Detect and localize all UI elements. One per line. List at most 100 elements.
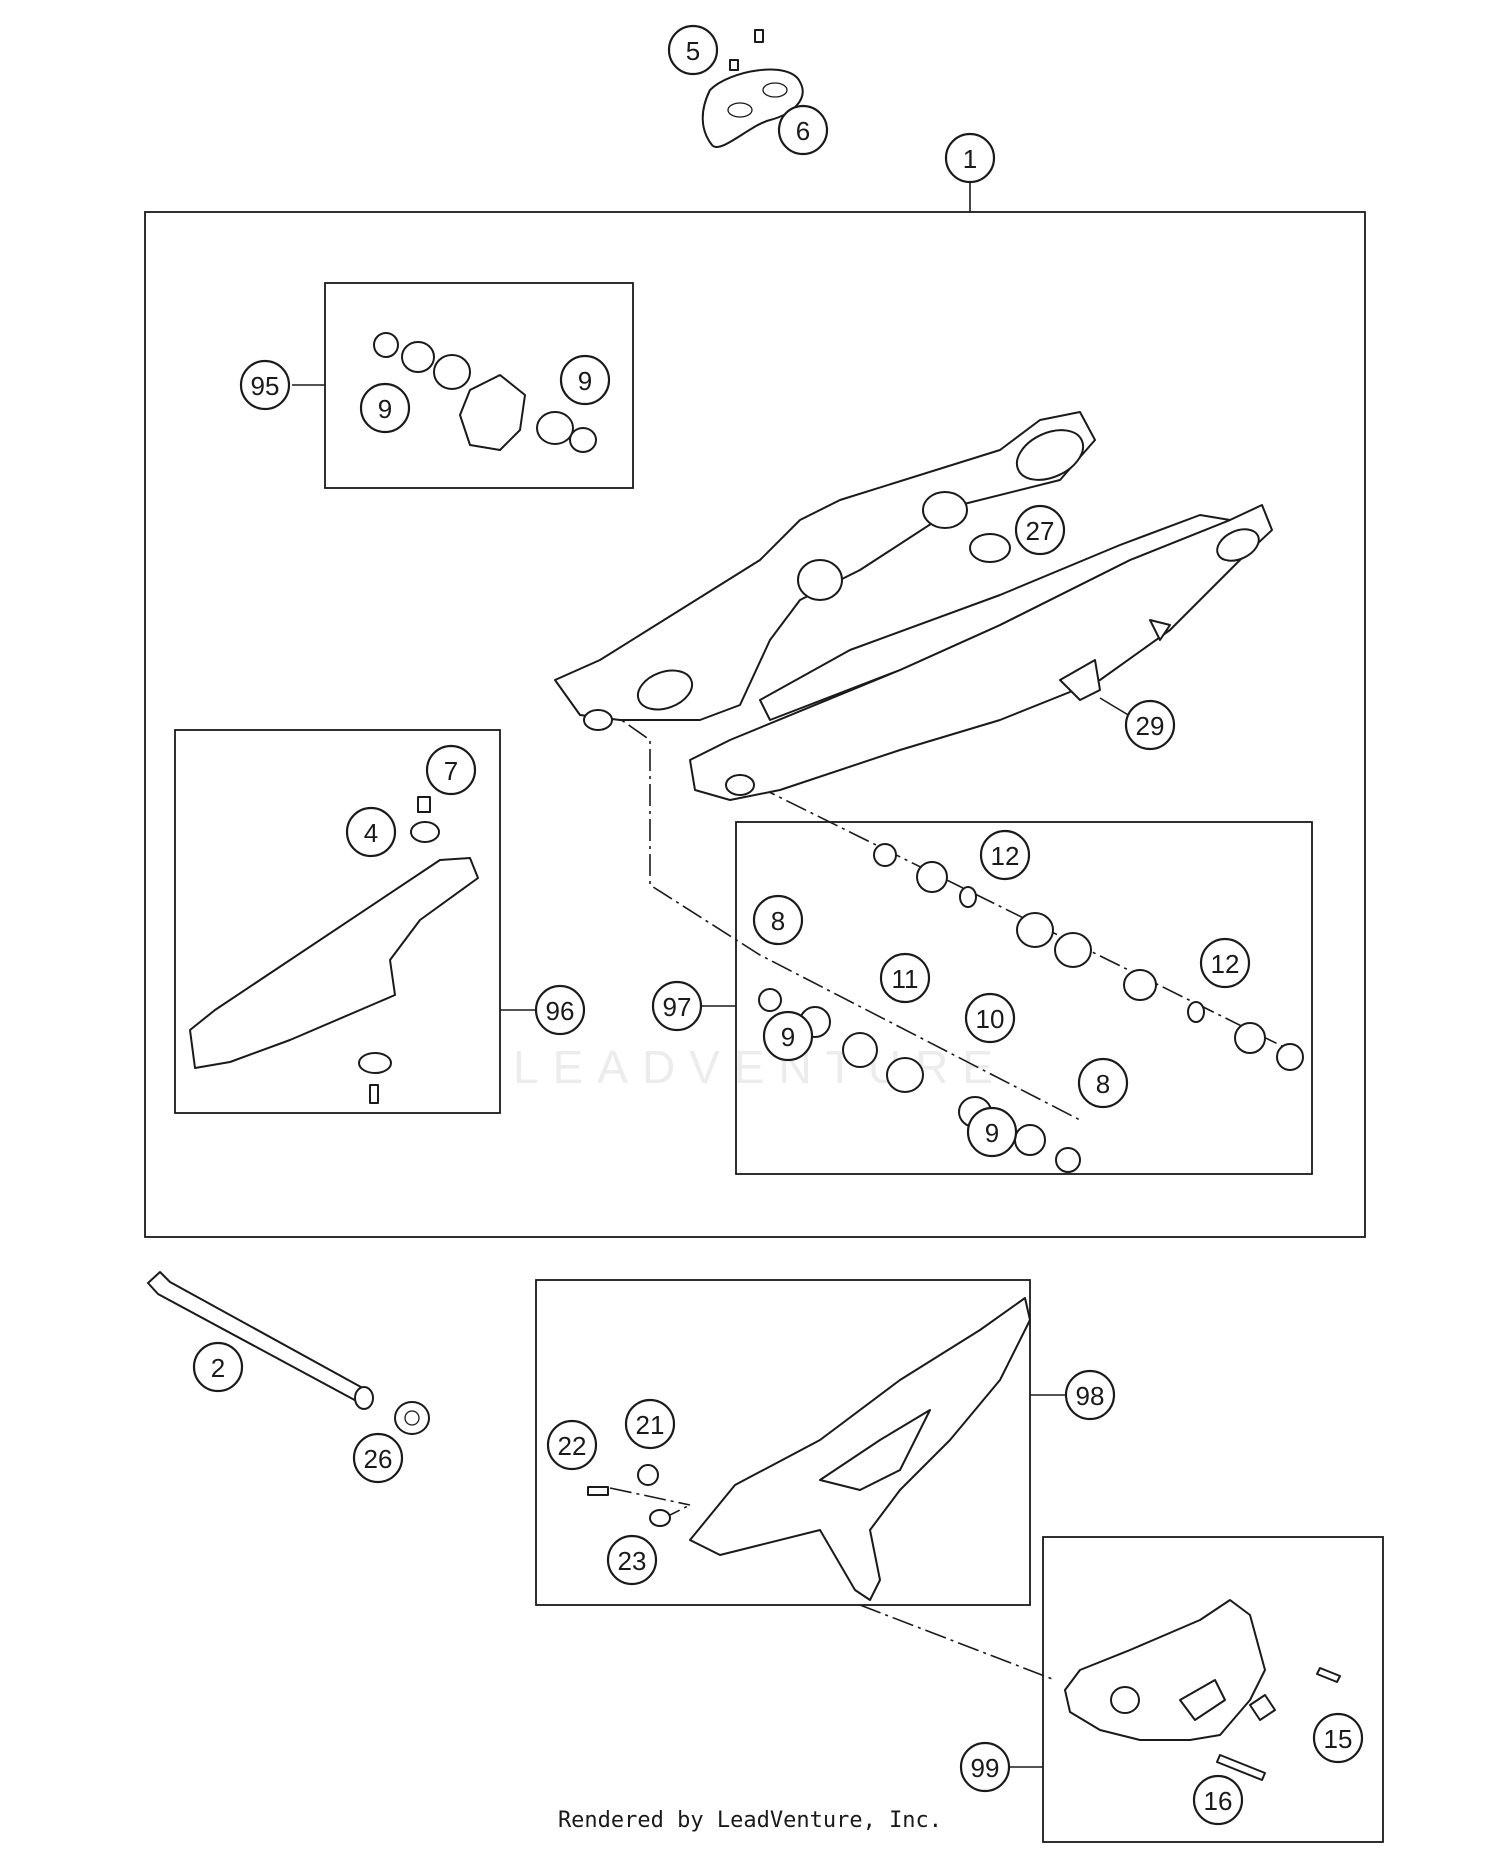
callout-7: 7 <box>425 744 477 796</box>
callout-circle <box>1124 699 1176 751</box>
callout-9: 9 <box>559 354 611 406</box>
callout-11: 11 <box>879 952 931 1004</box>
chain-slider-96-box <box>174 729 501 1114</box>
callout-circle <box>762 1010 814 1062</box>
callout-circle <box>752 894 804 946</box>
callout-number: 95 <box>251 371 280 401</box>
callout-number: 11 <box>892 964 919 994</box>
callout-1: 1 <box>944 132 996 184</box>
callout-10: 10 <box>964 992 1016 1044</box>
callout-circle <box>546 1419 598 1471</box>
callout-circle <box>606 1534 658 1586</box>
callout-circle <box>667 24 719 76</box>
swingarm-part <box>554 411 1273 801</box>
callout-number: 8 <box>1096 1069 1110 1099</box>
callout-circle <box>959 1741 1011 1793</box>
callout-number: 9 <box>781 1022 795 1052</box>
chain-guard-98-parts <box>587 1297 1031 1601</box>
callout-circle <box>777 104 829 156</box>
chain-guide-99-box <box>1042 1536 1384 1843</box>
callout-6: 6 <box>777 104 829 156</box>
leader-lines <box>292 178 1141 1768</box>
callout-number: 15 <box>1324 1724 1353 1754</box>
callout-15: 15 <box>1312 1712 1364 1764</box>
callout-number: 7 <box>444 756 458 786</box>
footer-credit: Rendered by LeadVenture, Inc. <box>557 1808 943 1833</box>
callout-9: 9 <box>762 1010 814 1062</box>
callout-circle <box>192 1341 244 1393</box>
callout-number: 97 <box>663 992 692 1022</box>
callout-number: 23 <box>618 1546 647 1576</box>
callout-number: 6 <box>796 116 810 146</box>
callout-number: 16 <box>1204 1786 1233 1816</box>
callout-9: 9 <box>359 382 411 434</box>
callout-circle <box>345 806 397 858</box>
callout-circle <box>1312 1712 1364 1764</box>
callout-9: 9 <box>966 1106 1018 1158</box>
callout-number: 96 <box>546 996 575 1026</box>
callout-circle <box>651 980 703 1032</box>
callout-26: 26 <box>352 1432 404 1484</box>
callout-labels: 1569599272974961281197121098922621222398… <box>192 24 1364 1826</box>
callout-16: 16 <box>1192 1774 1244 1826</box>
callout-circle <box>359 382 411 434</box>
callout-5: 5 <box>667 24 719 76</box>
callout-99: 99 <box>959 1741 1011 1793</box>
callout-8: 8 <box>1077 1057 1129 1109</box>
callout-12: 12 <box>979 829 1031 881</box>
swingarm-nut-part <box>394 1401 430 1435</box>
bearing-kit-97-parts <box>758 843 1304 1173</box>
callout-circle <box>559 354 611 406</box>
callout-circle <box>1064 1369 1116 1421</box>
bearing-kit-97-box <box>735 821 1313 1175</box>
callout-circle <box>979 829 1031 881</box>
callout-number: 12 <box>1211 949 1240 979</box>
callout-number: 9 <box>578 366 592 396</box>
callout-number: 2 <box>211 1353 225 1383</box>
callout-circle <box>239 359 291 411</box>
callout-95: 95 <box>239 359 291 411</box>
callout-number: 12 <box>991 841 1020 871</box>
callout-97: 97 <box>651 980 703 1032</box>
callout-96: 96 <box>534 984 586 1036</box>
callout-circle <box>964 992 1016 1044</box>
swingarm-bolt-part <box>147 1271 374 1410</box>
callout-23: 23 <box>606 1534 658 1586</box>
callout-29: 29 <box>1124 699 1176 751</box>
chain-clamp-part <box>701 29 804 148</box>
callout-number: 5 <box>686 36 700 66</box>
callout-98: 98 <box>1064 1369 1116 1421</box>
callout-2: 2 <box>192 1341 244 1393</box>
callout-number: 29 <box>1136 711 1165 741</box>
callout-number: 99 <box>971 1753 1000 1783</box>
swingarm-assembly-box <box>144 211 1366 1238</box>
callout-22: 22 <box>546 1419 598 1471</box>
chain-guide-99-parts <box>1064 1599 1341 1781</box>
callout-circle <box>1192 1774 1244 1826</box>
chain-guard-98-box <box>535 1279 1031 1606</box>
callout-circle <box>1077 1057 1129 1109</box>
callout-21: 21 <box>624 1398 676 1450</box>
callout-circle <box>966 1106 1018 1158</box>
callout-circle <box>425 744 477 796</box>
callout-number: 9 <box>985 1118 999 1148</box>
callout-number: 10 <box>976 1004 1005 1034</box>
callout-number: 4 <box>364 818 378 848</box>
callout-8: 8 <box>752 894 804 946</box>
callout-27: 27 <box>1014 504 1066 556</box>
callout-number: 98 <box>1076 1381 1105 1411</box>
bearing-kit-95-parts <box>373 332 597 453</box>
callout-number: 1 <box>963 144 977 174</box>
callout-circle <box>624 1398 676 1450</box>
callout-circle <box>879 952 931 1004</box>
callout-circle <box>944 132 996 184</box>
chain-slider-96-parts <box>189 796 479 1104</box>
callout-number: 21 <box>636 1410 665 1440</box>
callout-number: 8 <box>771 906 785 936</box>
callout-number: 27 <box>1026 516 1055 546</box>
callout-4: 4 <box>345 806 397 858</box>
callout-number: 22 <box>558 1431 587 1461</box>
callout-number: 9 <box>378 394 392 424</box>
callout-circle <box>534 984 586 1036</box>
